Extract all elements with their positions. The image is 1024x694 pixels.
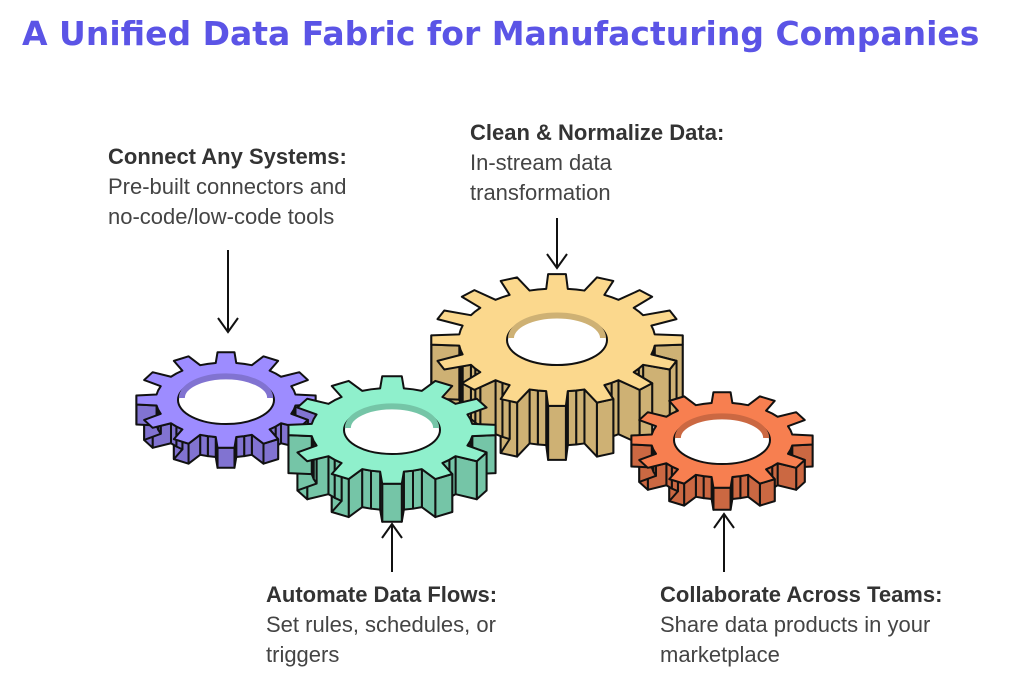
gear-yellow-side [547,404,567,461]
gear-purple-side [199,433,209,458]
gear-orange-side [694,473,705,500]
connect-line-1: Pre-built connectors and [108,174,347,199]
automate-line-1: Set rules, schedules, or [266,612,496,637]
gear-yellow-side [536,389,548,447]
gear-green-side [454,455,478,501]
gear-purple [135,351,317,469]
label-collaborate-teams: Collaborate Across Teams: Share data pro… [660,580,1010,670]
gear-green-side [402,469,414,511]
clean-heading: Clean & Normalize Data: [470,120,725,145]
gear-green-side [361,468,373,510]
gear-green [287,375,497,523]
label-connect-systems: Connect Any Systems: Pre-built connector… [108,142,428,232]
gear-orange [630,391,814,511]
label-automate-flows: Automate Data Flows: Set rules, schedule… [266,580,586,670]
connect-line-2: no-code/low-code tools [108,204,335,229]
gear-green-side [381,482,403,523]
gear-yellow-side [494,379,504,438]
arrow-clean [546,218,568,270]
gears-group [135,273,814,523]
gear-green-side [411,468,423,510]
page-title: A Unified Data Fabric for Manufacturing … [22,14,980,53]
collab-heading: Collaborate Across Teams: [660,582,943,607]
gear-orange-hole-wall [674,413,770,439]
gear-yellow-hole-wall [508,312,606,339]
connect-heading: Connect Any Systems: [108,144,347,169]
clean-line-2: transformation [470,180,611,205]
gear-orange-side [731,475,742,501]
gear-purple-hole-wall [178,373,274,399]
automate-heading: Automate Data Flows: [266,582,498,607]
clean-line-1: In-stream data [470,150,612,175]
arrow-automate [381,522,403,572]
gear-green-side [370,469,382,511]
gear-yellow-side [595,398,615,458]
gear-yellow-side [566,389,578,447]
gear-yellow-side [528,388,539,446]
gear-purple-side [216,446,236,469]
gear-orange-side [739,473,750,500]
gear-purple-side [243,433,253,458]
gear-purple-side [235,435,246,459]
gear-green-hole-wall [344,403,440,429]
label-clean-normalize: Clean & Normalize Data: In-stream data t… [470,118,790,208]
gear-orange-side [702,475,713,501]
automate-line-2: triggers [266,642,340,667]
gear-green-side [434,473,454,519]
arrow-collab [713,512,735,572]
collab-line-1: Share data products in your [660,612,931,637]
gear-orange-side [712,486,732,511]
gear-purple-side [206,435,217,459]
collab-line-2: marketplace [660,642,780,667]
gear-yellow-side [575,388,586,446]
arrow-connect [217,250,239,334]
